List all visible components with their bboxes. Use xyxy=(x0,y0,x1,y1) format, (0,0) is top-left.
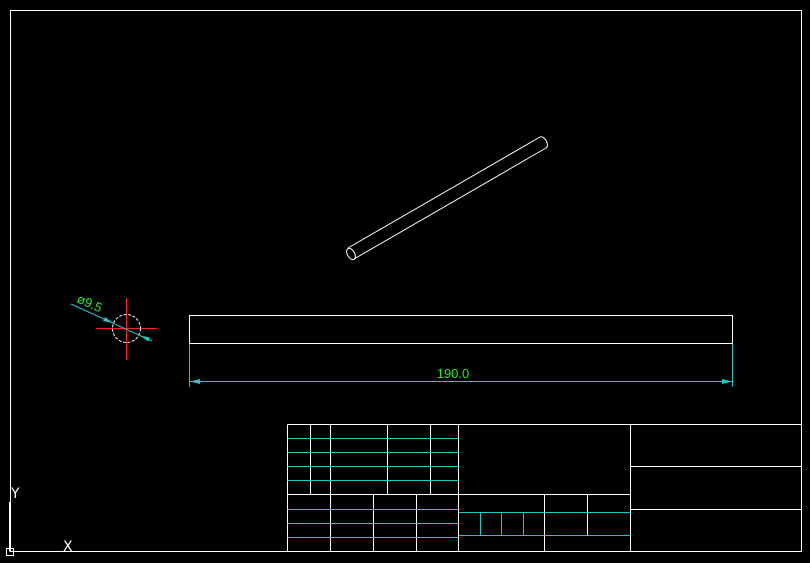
ucs-icon: Y X xyxy=(6,486,73,556)
length-dimension: 190.0 xyxy=(189,344,733,387)
rod-front-view xyxy=(189,315,733,344)
ucs-y-label: Y xyxy=(10,486,20,502)
diameter-dimension-text: ø9.5 xyxy=(75,291,105,315)
length-dimension-text: 190.0 xyxy=(437,366,470,381)
title-block xyxy=(287,424,801,551)
ucs-x-label: X xyxy=(63,539,73,555)
rod-isometric-view xyxy=(346,136,548,261)
drawing-border xyxy=(10,10,802,552)
